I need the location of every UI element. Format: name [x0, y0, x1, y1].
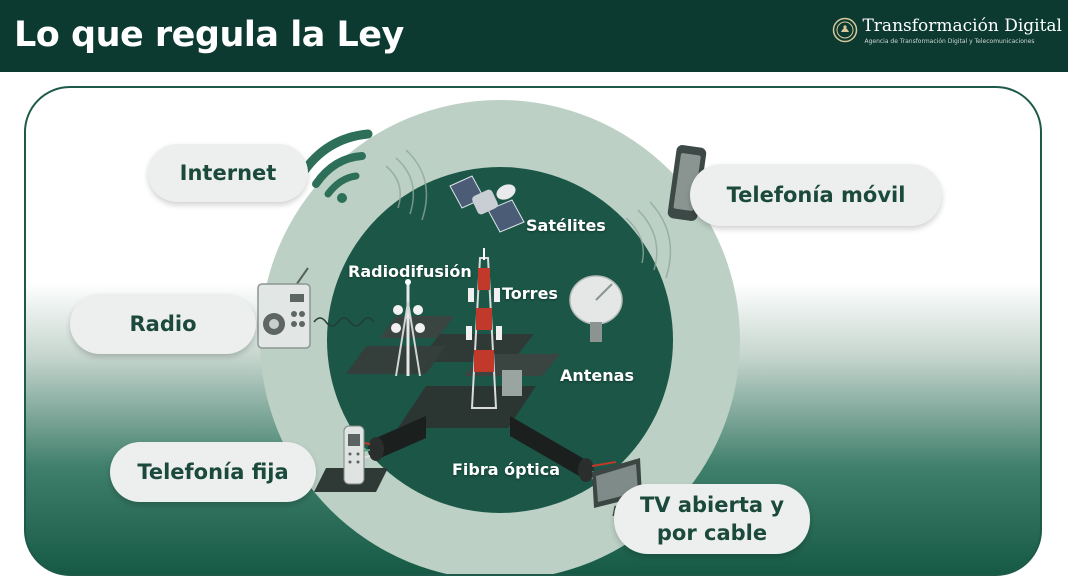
header-bar: Lo que regula la Ley Transformación Digi… — [0, 0, 1068, 72]
label-satelites: Satélites — [526, 216, 606, 235]
broadcast-tower-icon — [391, 279, 425, 377]
item-telefonia-movil: Telefonía móvil — [690, 164, 942, 226]
item-internet: Internet — [148, 144, 308, 202]
platform-center — [398, 386, 536, 428]
infrastructure-illustration — [257, 129, 707, 517]
platform-broadcast — [346, 346, 446, 374]
label-radiodifusion: Radiodifusión — [348, 262, 472, 281]
page-title: Lo que regula la Ley — [14, 15, 404, 55]
item-telefonia-fija: Telefonía fija — [110, 442, 316, 502]
brand-name: Transformación Digital — [862, 16, 1062, 36]
item-radio: Radio — [70, 294, 256, 354]
label-torres: Torres — [502, 284, 558, 303]
radio-wave — [313, 317, 375, 327]
satellite-dish-icon — [569, 275, 623, 342]
item-radio-label: Radio — [129, 312, 197, 336]
signal-waves — [385, 149, 672, 279]
radio-icon — [257, 267, 311, 349]
item-telefonia-movil-label: Telefonía móvil — [726, 183, 906, 207]
brand-logo: Transformación Digital Agencia de Transf… — [832, 14, 1062, 54]
item-tv-label-line1: TV abierta y — [639, 493, 785, 517]
cell-tower-icon — [466, 248, 522, 409]
label-fibra-optica: Fibra óptica — [452, 460, 560, 479]
wifi-icon — [297, 129, 373, 203]
item-tv-abierta-cable: TV abierta y por cable — [614, 484, 810, 554]
content-panel: Internet Telefonía móvil Radio Telefonía… — [24, 86, 1042, 576]
item-tv-label-line2: por cable — [656, 521, 768, 545]
government-seal-icon — [833, 17, 858, 43]
brand-subtitle: Agencia de Transformación Digital y Tele… — [864, 38, 1035, 45]
label-antenas: Antenas — [560, 366, 634, 385]
cordless-phone-icon — [314, 425, 388, 492]
satellite-icon — [449, 175, 525, 233]
item-telefonia-fija-label: Telefonía fija — [137, 460, 289, 484]
item-internet-label: Internet — [179, 161, 277, 185]
